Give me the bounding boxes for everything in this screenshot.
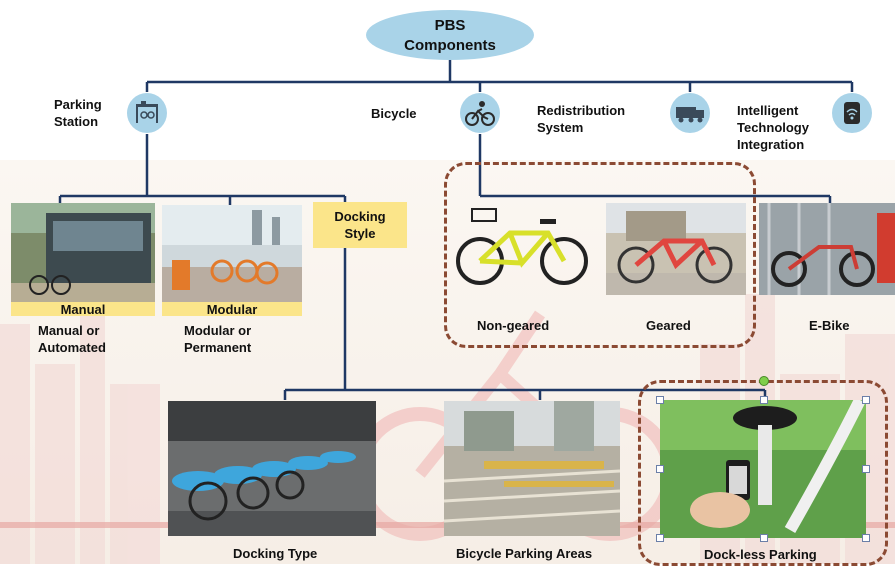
intelligent-line-3: Integration bbox=[737, 137, 805, 152]
truck-icon bbox=[670, 93, 710, 133]
redistribution-line-2: System bbox=[537, 120, 584, 135]
redistribution-line-1: Redistribution bbox=[537, 103, 626, 118]
parking-station-line-2: Station bbox=[54, 114, 99, 129]
resize-handle-top-left[interactable] bbox=[656, 396, 664, 404]
resize-handle-top-right[interactable] bbox=[862, 396, 870, 404]
modular-caption-line-1: Modular or bbox=[184, 323, 252, 338]
non-geared-bike-image bbox=[452, 203, 592, 295]
root-node-line-2: Components bbox=[404, 37, 496, 54]
geared-caption: Geared bbox=[646, 318, 691, 333]
resize-handle-bottom-middle[interactable] bbox=[760, 534, 768, 542]
modular-caption-line-2: Permanent bbox=[184, 340, 252, 355]
redistribution-label: Redistribution System bbox=[537, 102, 625, 136]
bicycle-parking-areas-photo bbox=[444, 401, 620, 536]
manual-caption: Manual or Automated bbox=[38, 322, 106, 356]
modular-station-photo bbox=[162, 205, 302, 302]
non-geared-caption: Non-geared bbox=[477, 318, 550, 333]
root-node-pbs-components: PBS Components bbox=[366, 10, 534, 60]
intelligent-technology-label: Intelligent Technology Integration bbox=[737, 102, 809, 153]
e-bike-caption: E-Bike bbox=[809, 318, 850, 333]
dockless-parking-caption: Dock-less Parking bbox=[704, 547, 817, 562]
intelligent-line-2: Technology bbox=[737, 120, 809, 135]
resize-handle-top-middle[interactable] bbox=[760, 396, 768, 404]
bicycle-parking-areas-caption: Bicycle Parking Areas bbox=[456, 546, 593, 561]
resize-handle-middle-left[interactable] bbox=[656, 465, 664, 473]
resize-handle-bottom-left[interactable] bbox=[656, 534, 664, 542]
manual-tag: Manual bbox=[11, 302, 155, 317]
modular-caption: Modular or Permanent bbox=[184, 322, 251, 356]
modular-tag: Modular bbox=[162, 302, 302, 317]
manual-station-photo bbox=[11, 203, 155, 302]
intelligent-line-1: Intelligent bbox=[737, 103, 799, 118]
parking-station-icon bbox=[127, 93, 167, 133]
rotate-handle[interactable] bbox=[759, 376, 769, 386]
docking-style-line-2: Style bbox=[344, 226, 376, 241]
root-node-line-1: PBS bbox=[434, 17, 466, 34]
parking-station-line-1: Parking bbox=[54, 97, 102, 112]
manual-caption-line-2: Automated bbox=[38, 340, 106, 355]
docking-type-photo bbox=[168, 401, 376, 536]
geared-bike-photo bbox=[606, 203, 746, 295]
docking-style-box: Docking Style bbox=[313, 202, 407, 248]
e-bike-photo bbox=[759, 203, 895, 295]
bicycle-icon bbox=[460, 93, 500, 133]
parking-station-label: Parking Station bbox=[54, 96, 102, 130]
resize-handle-bottom-right[interactable] bbox=[862, 534, 870, 542]
manual-caption-line-1: Manual or bbox=[38, 323, 100, 338]
bike-types-highlight-frame bbox=[444, 162, 756, 348]
docking-type-caption: Docking Type bbox=[233, 546, 318, 561]
dockless-parking-photo bbox=[660, 400, 866, 538]
docking-style-line-1: Docking bbox=[334, 209, 386, 224]
smart-device-icon bbox=[832, 93, 872, 133]
bicycle-label: Bicycle bbox=[371, 106, 417, 121]
resize-handle-middle-right[interactable] bbox=[862, 465, 870, 473]
